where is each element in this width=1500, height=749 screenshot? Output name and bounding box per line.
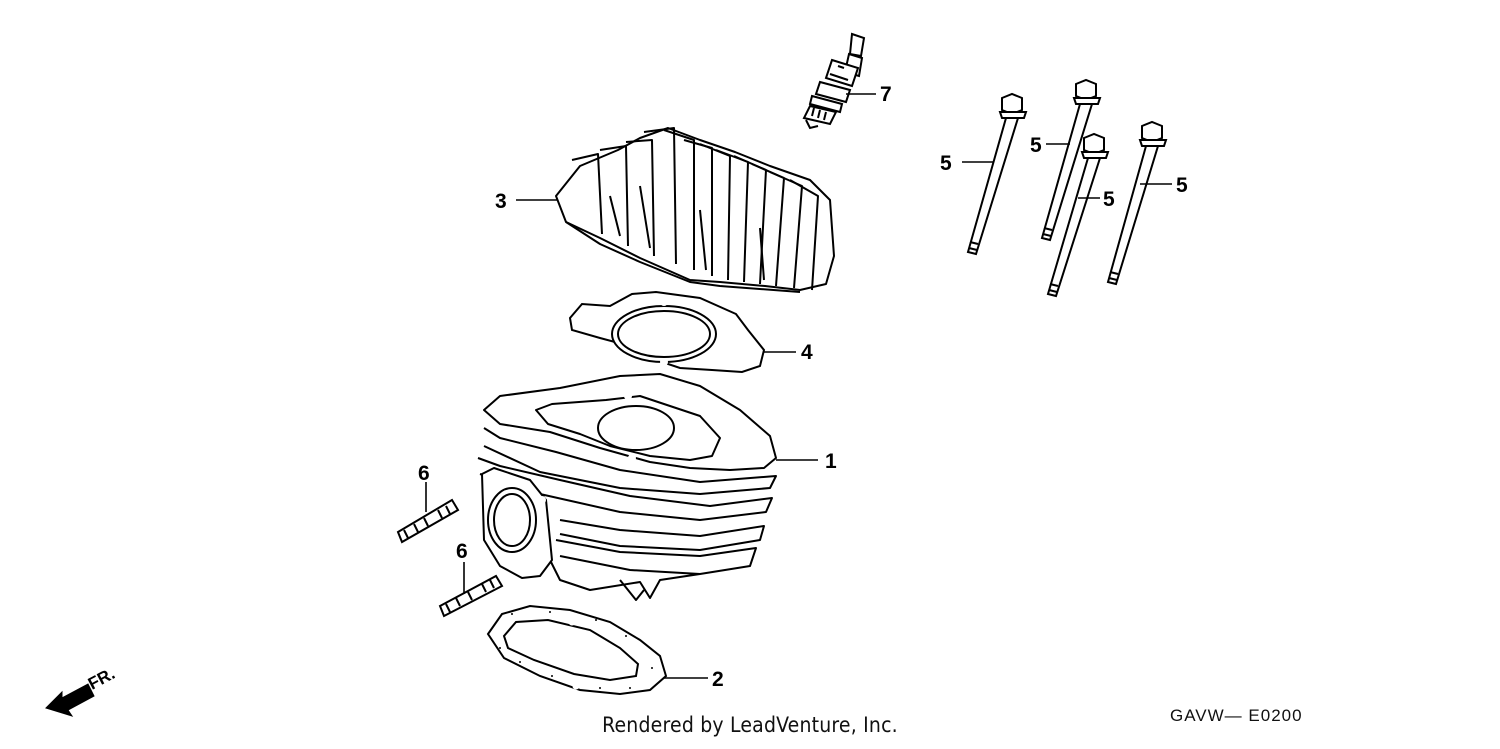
spark-plug[interactable]: [802, 32, 866, 130]
bolt-c[interactable]: [1046, 132, 1110, 298]
cylinder-head[interactable]: [555, 127, 835, 293]
stud-lower[interactable]: [438, 574, 504, 618]
front-direction-arrow-icon: FR.: [45, 664, 118, 717]
callout-cylinder[interactable]: 1: [825, 450, 837, 473]
bolt-d[interactable]: [1106, 120, 1168, 286]
bolt-a[interactable]: [966, 92, 1028, 256]
footer-credit: Rendered by LeadVenture, Inc.: [602, 713, 898, 737]
callout-cylinder-head[interactable]: 3: [495, 190, 507, 213]
callout-spark-plug[interactable]: 7: [880, 83, 892, 106]
base-gasket[interactable]: [486, 604, 668, 696]
callout-stud-upper[interactable]: 6: [418, 462, 430, 485]
callout-head-gasket[interactable]: 4: [801, 341, 813, 364]
head-gasket[interactable]: [568, 290, 766, 374]
callout-bolt-b[interactable]: 5: [1030, 134, 1042, 157]
cylinder[interactable]: [477, 373, 777, 601]
callout-bolt-a[interactable]: 5: [940, 152, 952, 175]
stud-upper[interactable]: [396, 498, 460, 544]
bolt-b[interactable]: [1040, 78, 1102, 242]
callout-stud-lower[interactable]: 6: [456, 540, 468, 563]
callout-bolt-d[interactable]: 5: [1176, 174, 1188, 197]
callout-bolt-c[interactable]: 5: [1103, 188, 1115, 211]
diagram-code: GAVW— E0200: [1170, 706, 1303, 725]
callout-base-gasket[interactable]: 2: [712, 668, 724, 691]
